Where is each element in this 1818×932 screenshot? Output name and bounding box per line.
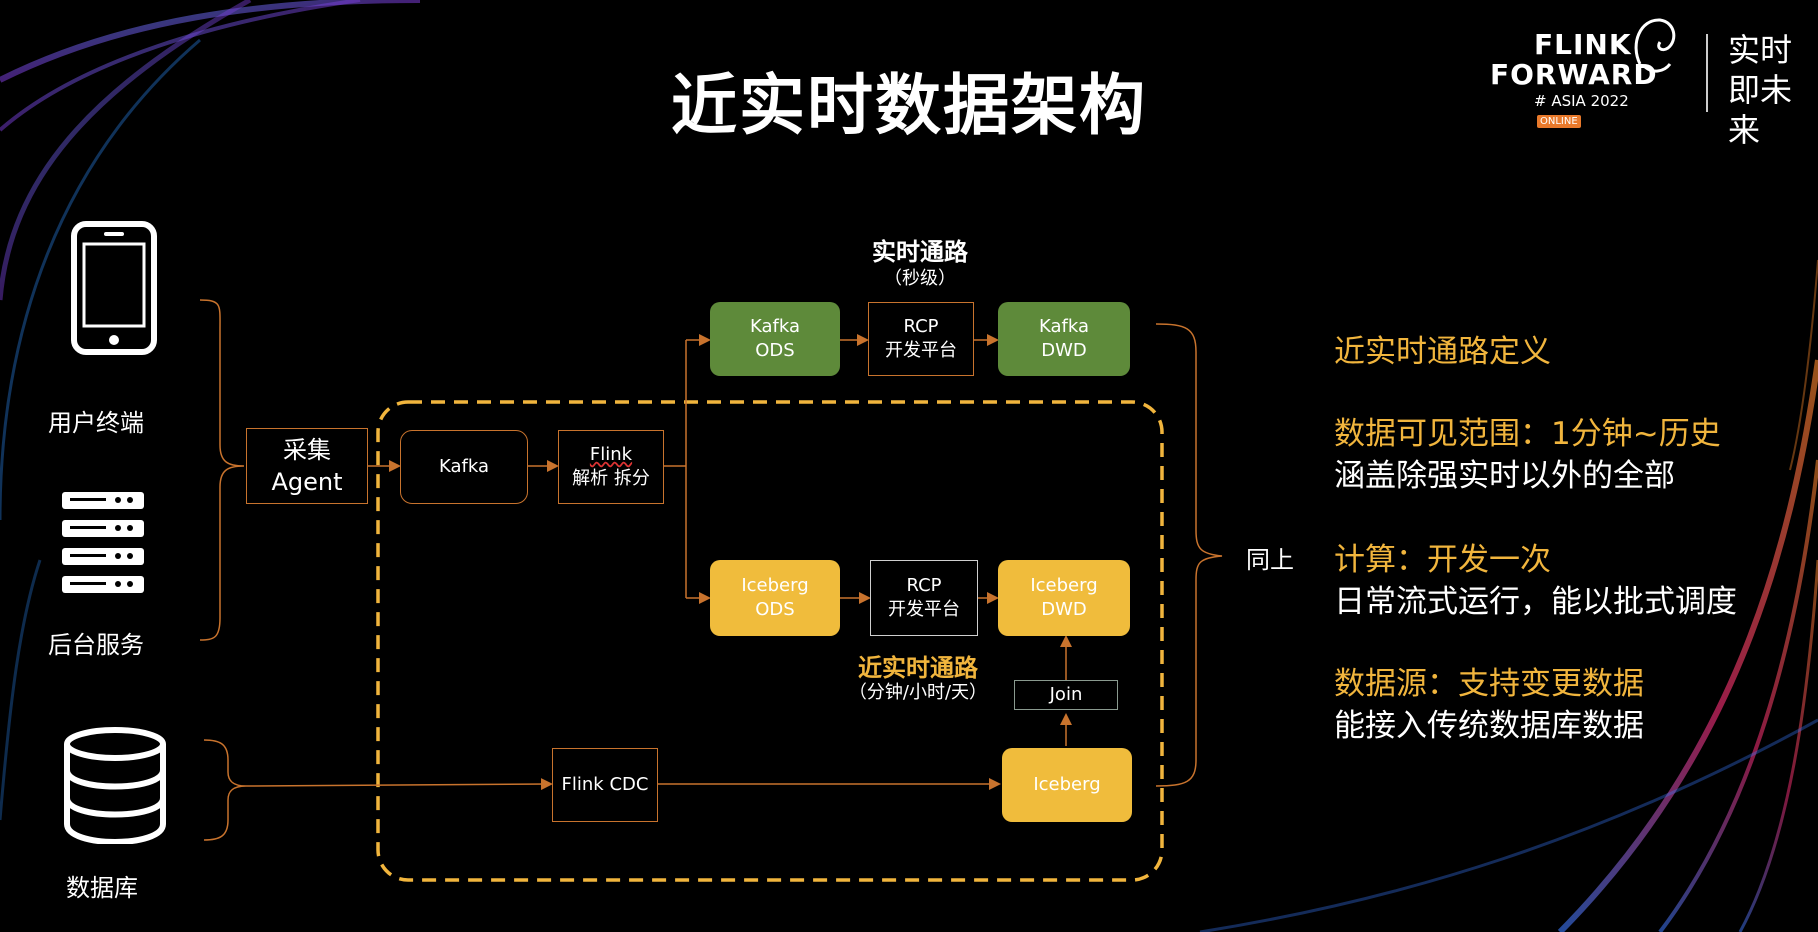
flink-parse-line1: Flink (589, 444, 633, 465)
definition-item-3-value: 能接入传统数据库数据 (1334, 708, 1644, 744)
logo-line-asia: # ASIA 2022 ONLINE (1534, 92, 1680, 128)
server-icon (62, 492, 144, 593)
iceberg-ods-line2: ODS (755, 599, 795, 620)
iceberg-dwd-line1: Iceberg (1030, 575, 1098, 596)
kafka-dwd-box: Kafka DWD (998, 302, 1130, 376)
near-realtime-container (376, 400, 1164, 882)
squirrel-logo-icon (1634, 18, 1676, 73)
slogan: 实时即未来 (1728, 31, 1793, 149)
rcp-top-line2: 开发平台 (885, 340, 957, 361)
iceberg-label: Iceberg (1033, 774, 1101, 795)
rcp-mid-line1: RCP (906, 575, 942, 596)
online-badge: ONLINE (1537, 115, 1581, 128)
logo-line-flink: FLINK (1534, 28, 1632, 61)
same-as-above-label: 同上 (1246, 546, 1294, 574)
join-box: Join (1014, 680, 1118, 710)
kafka-dwd-line1: Kafka (1039, 316, 1089, 337)
realtime-path-title: 实时通路 (872, 238, 968, 266)
flink-forward-logo: FLINK FORWARD # ASIA 2022 ONLINE (1490, 18, 1680, 128)
join-label: Join (1049, 684, 1083, 705)
kafka-ods-line1: Kafka (750, 316, 800, 337)
rcp-top-line1: RCP (903, 316, 939, 337)
kafka-dwd-line2: DWD (1041, 340, 1087, 361)
definition-item-1-value: 涵盖除强实时以外的全部 (1334, 458, 1675, 494)
database-icon (64, 727, 166, 844)
collector-label-line1: 采集 (283, 436, 331, 464)
logo-asia-text: # ASIA 2022 (1534, 92, 1629, 110)
iceberg-ods-box: Iceberg ODS (710, 560, 840, 636)
flink-cdc-label: Flink CDC (561, 774, 649, 795)
rcp-platform-top-box: RCP 开发平台 (868, 302, 974, 376)
flink-cdc-box: Flink CDC (552, 748, 658, 822)
logo-line-forward: FORWARD (1490, 58, 1658, 91)
definition-item-1-key: 数据可见范围：1分钟~历史 (1334, 416, 1721, 452)
kafka-ods-box: Kafka ODS (710, 302, 840, 376)
rcp-mid-line2: 开发平台 (888, 599, 960, 620)
database-label: 数据库 (66, 874, 138, 902)
flink-parse-box: Flink 解析 拆分 (558, 430, 664, 504)
collector-agent-box: 采集 Agent (246, 428, 368, 504)
backend-service-label: 后台服务 (48, 631, 144, 659)
phone-icon (71, 221, 157, 355)
page-title: 近实时数据架构 (671, 67, 1147, 144)
flink-parse-line2: 解析 拆分 (572, 468, 650, 489)
definition-item-2-key: 计算：开发一次 (1334, 542, 1551, 578)
iceberg-dwd-box: Iceberg DWD (998, 560, 1130, 636)
iceberg-ods-line1: Iceberg (741, 575, 809, 596)
rcp-platform-mid-box: RCP 开发平台 (870, 560, 978, 636)
kafka-ods-line2: ODS (755, 340, 795, 361)
iceberg-box: Iceberg (1002, 748, 1132, 822)
realtime-path-subtitle: （秒级） (884, 268, 956, 289)
kafka-box: Kafka (400, 430, 528, 504)
definition-heading: 近实时通路定义 (1334, 334, 1551, 370)
logo-divider (1706, 34, 1708, 112)
definition-item-3-key: 数据源：支持变更数据 (1334, 666, 1644, 702)
iceberg-dwd-line2: DWD (1041, 599, 1087, 620)
near-realtime-path-subtitle: （分钟/小时/天） (848, 682, 988, 703)
user-terminal-label: 用户终端 (48, 409, 144, 437)
near-realtime-path-title: 近实时通路 (858, 654, 978, 682)
collector-label-line2: Agent (271, 468, 343, 496)
definition-item-2-value: 日常流式运行，能以批式调度 (1334, 584, 1737, 620)
kafka-label: Kafka (439, 456, 489, 477)
